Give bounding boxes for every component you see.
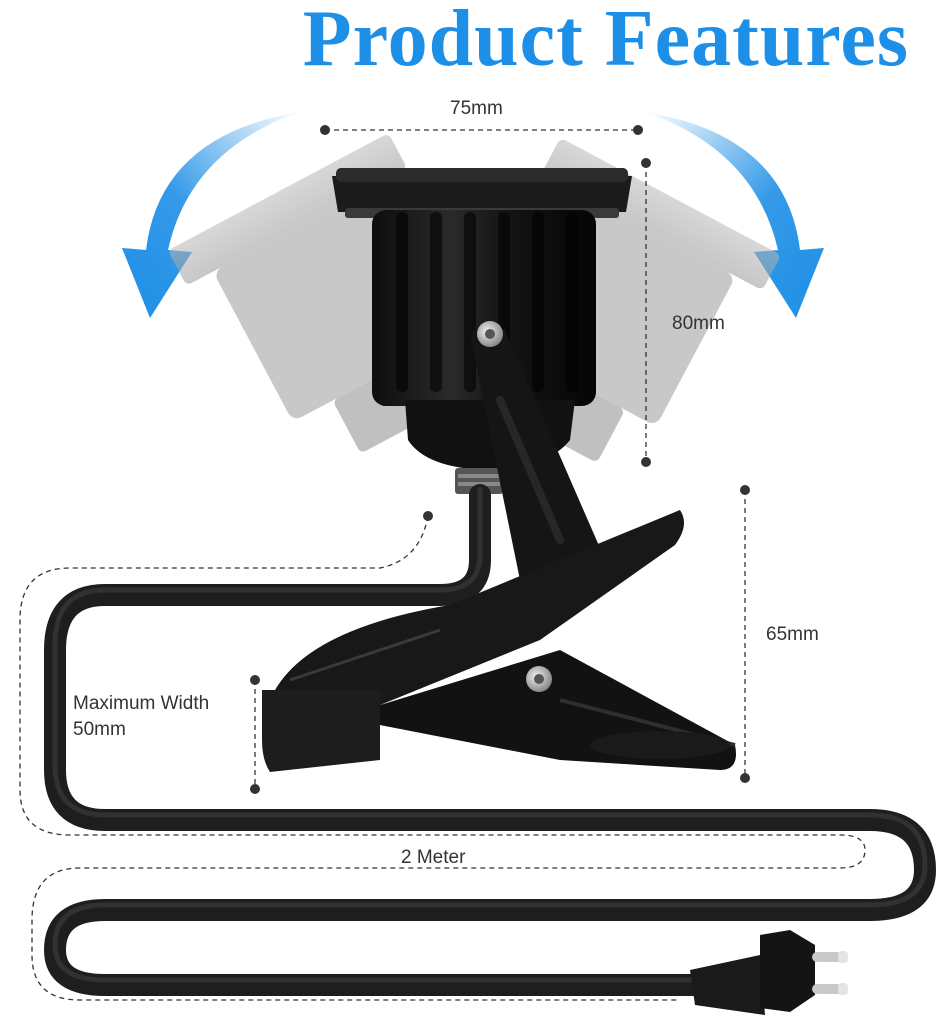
rotate-left-arrow-icon <box>122 112 300 318</box>
cable-length-label: 2 Meter <box>401 847 466 868</box>
rotate-right-arrow-icon <box>645 112 824 318</box>
width-dimension-label: 75mm <box>450 98 503 119</box>
max-width-caption: Maximum Width <box>73 693 210 714</box>
page-title: Product Features <box>302 0 909 83</box>
clip-height-dimension-label: 65mm <box>766 624 819 645</box>
dimension-endpoints <box>250 125 750 794</box>
height-dimension-label: 80mm <box>672 313 725 334</box>
schuko-plug-icon <box>690 930 848 1015</box>
max-width-label: Maximum Width 50mm <box>73 691 209 743</box>
power-cable <box>44 484 936 996</box>
spring-clip <box>262 510 736 772</box>
mounting-bracket <box>470 321 600 580</box>
dimension-lines <box>19 129 866 1001</box>
max-width-value: 50mm <box>73 719 126 740</box>
